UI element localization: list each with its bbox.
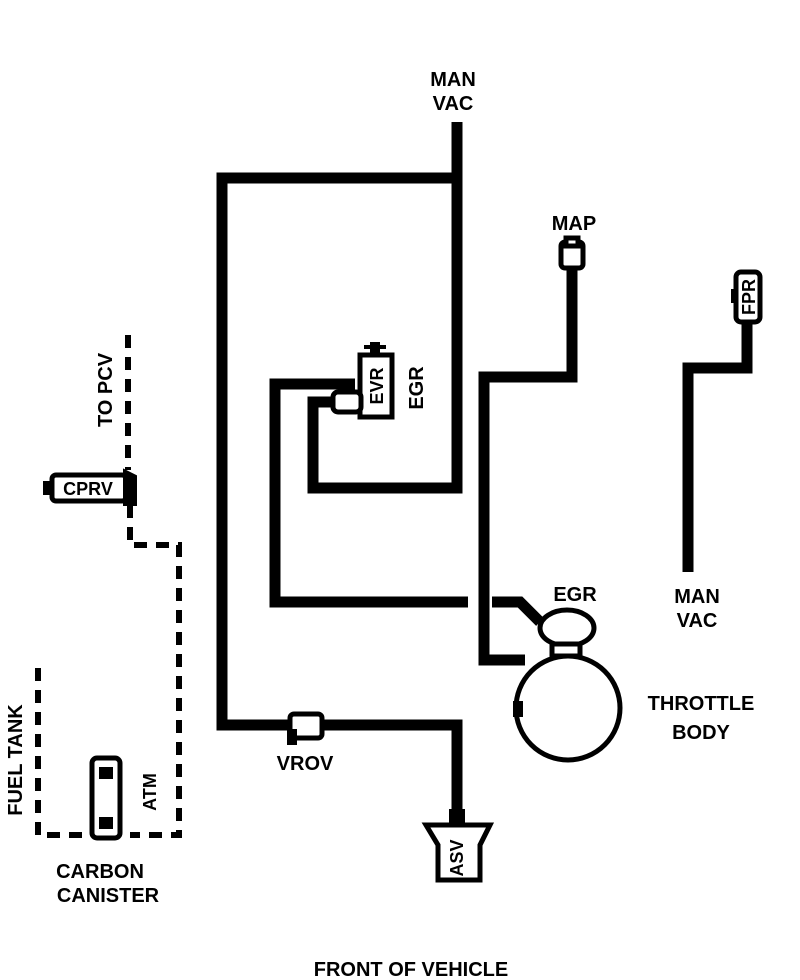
hose-map xyxy=(478,262,578,666)
man-vac-right-label-line2: VAC xyxy=(677,610,718,632)
map-sensor xyxy=(558,235,586,271)
asv-label: ASV xyxy=(447,839,467,876)
man-vac-top-label-line2: VAC xyxy=(433,93,474,115)
man-vac-top-label-line1: MAN xyxy=(430,69,476,91)
man-vac-right-label-line1: MAN xyxy=(674,586,720,608)
throttle-body xyxy=(513,653,623,763)
egr-side-label: EGR xyxy=(406,366,428,410)
fuel-tank-label: FUEL TANK xyxy=(5,704,27,816)
carbon-canister-label-line2: CANISTER xyxy=(57,885,160,907)
carbon-canister-label-line1: CARBON xyxy=(56,861,144,883)
front-of-vehicle-label: FRONT OF VEHICLE xyxy=(314,959,508,980)
cprv-label: CPRV xyxy=(63,479,113,499)
dashed-line-cprv-canister xyxy=(127,505,182,838)
egr-valve-label: EGR xyxy=(553,584,597,606)
evr-label: EVR xyxy=(367,367,387,404)
dashed-line-fuel-tank xyxy=(35,668,90,838)
to-pcv-label: TO PCV xyxy=(95,352,117,427)
asv-valve xyxy=(421,809,495,883)
hose-vrov-asv xyxy=(322,719,463,815)
fpr-label: FPR xyxy=(739,279,759,315)
hose-outer-loop xyxy=(216,172,457,731)
hose-evr-to-egr-a xyxy=(269,378,468,608)
cprv-valve xyxy=(43,468,137,506)
hose-evr-vacuum xyxy=(307,178,463,494)
atm-label: ATM xyxy=(140,773,160,811)
evr-solenoid xyxy=(330,342,395,420)
throttle-body-label-line2: BODY xyxy=(672,722,730,744)
throttle-body-label-line1: THROTTLE xyxy=(648,693,755,715)
fpr-fuel-pressure-regulator xyxy=(731,269,763,325)
map-label: MAP xyxy=(552,213,596,235)
carbon-canister xyxy=(89,755,123,841)
hose-fpr xyxy=(682,318,753,572)
hose-evr-to-egr-b xyxy=(492,596,544,626)
egr-valve xyxy=(537,607,597,659)
throttle-body-port xyxy=(513,701,523,717)
vrov-valve xyxy=(287,711,325,745)
vrov-label: VROV xyxy=(277,753,334,775)
